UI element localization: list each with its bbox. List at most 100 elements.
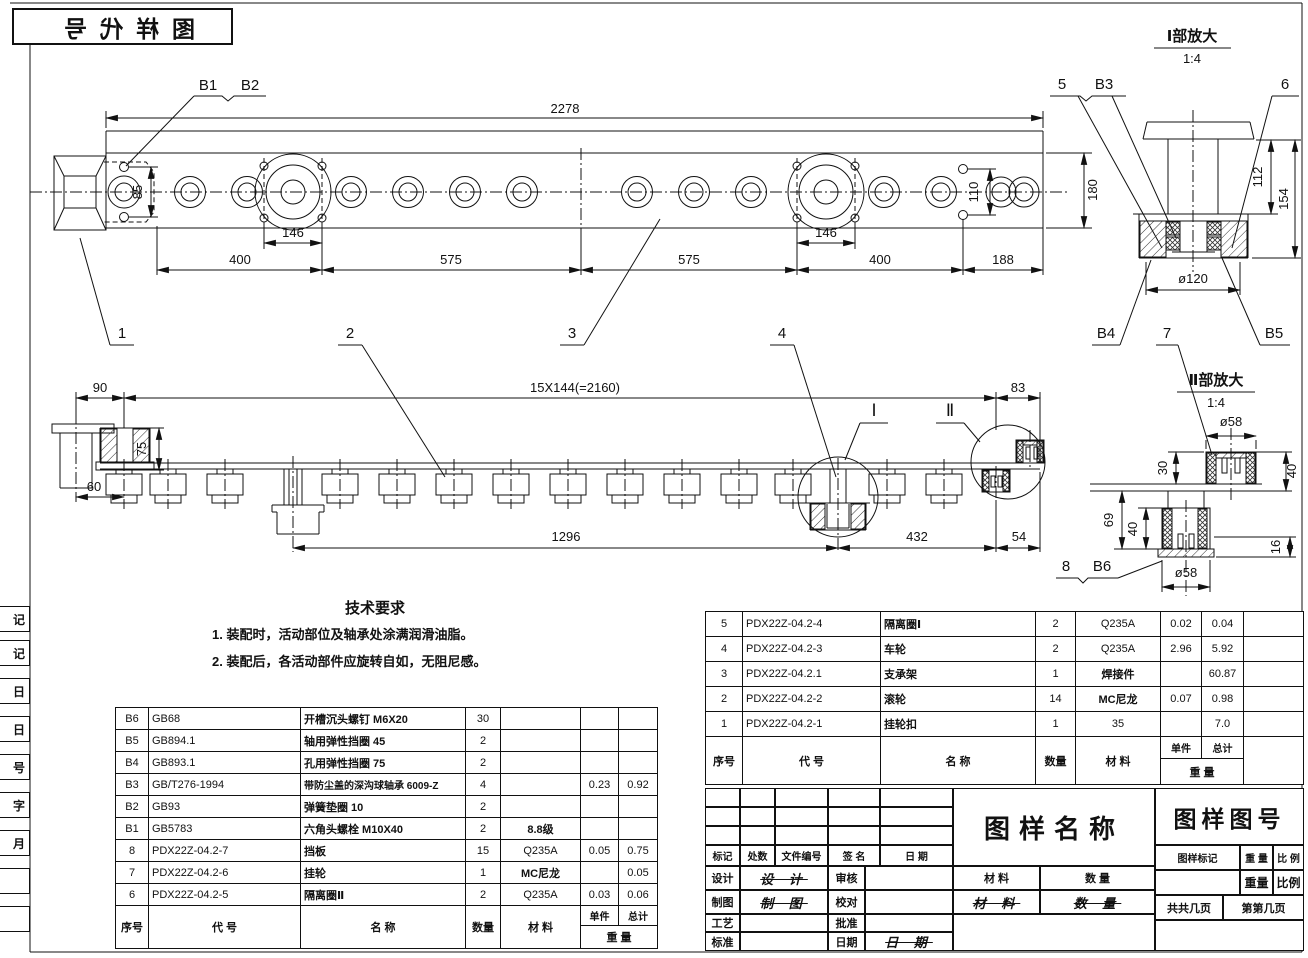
tb-scale-value: 比例	[1273, 870, 1304, 895]
cell: 轴用弹性挡圈 45	[300, 729, 466, 752]
margin-cell	[0, 906, 30, 932]
margin-cell: 月	[0, 830, 30, 856]
dim-dia58-top: ø58	[1220, 414, 1242, 429]
cell: 2	[465, 883, 501, 906]
cell: MC尼龙	[1075, 686, 1161, 712]
tb-drawing-number: 图样图号	[1155, 788, 1304, 845]
tb-col-date: 日 期	[880, 845, 953, 866]
tb-scale-label: 比 例	[1273, 845, 1304, 870]
tb-draw-signature: 制 图	[740, 890, 828, 914]
tb-cell	[775, 807, 828, 826]
cell: PDX22Z-04.2-5	[148, 883, 301, 906]
detail1-scale: 1:4	[1183, 51, 1201, 66]
tb-date-signature: 日 期	[865, 932, 953, 951]
detail2-scale: 1:4	[1207, 395, 1225, 410]
tb-approve-label: 批准	[828, 914, 865, 932]
cell	[580, 751, 619, 774]
tech-requirements-title: 技术要求	[344, 600, 405, 617]
cell	[618, 817, 658, 840]
stamp-text: 图样代号	[50, 15, 195, 42]
tb-cell	[740, 826, 775, 845]
cell	[500, 729, 581, 752]
cell	[1243, 711, 1304, 737]
wheel-right	[787, 153, 865, 231]
cell: 挡板	[300, 839, 466, 862]
label-detail-II: Ⅱ	[946, 401, 954, 420]
header-cell: 重 量	[1160, 758, 1244, 785]
tb-material-value: 材 料	[953, 890, 1040, 914]
rollers	[105, 459, 963, 509]
dim-110: 110	[966, 182, 981, 203]
side-view: 90 15X144(=2160) 83 75 60 1296 432 54 Ⅰ …	[51, 380, 1046, 552]
dim-pitch: 15X144(=2160)	[530, 380, 620, 395]
cell: 挂轮	[300, 861, 466, 884]
cell: 2	[465, 817, 501, 840]
margin-cell: 记	[0, 606, 30, 632]
title-block: 标记 处数 文件编号 签 名 日 期 设计 设 计 审核 制图 制 图 校对 工…	[705, 788, 1304, 951]
tb-cell	[740, 914, 828, 932]
cell: PDX22Z-04.2-4	[742, 611, 881, 637]
tb-cell	[705, 826, 740, 845]
dim-146-right: 146	[815, 225, 837, 240]
balloon-B6: B6	[1093, 558, 1111, 575]
cell: 1	[705, 711, 743, 737]
detail1-title: Ⅰ部放大	[1167, 27, 1218, 45]
cell: 六角头螺栓 M10X40	[300, 817, 466, 840]
dim-69: 69	[1101, 513, 1116, 527]
bom-header-row: 序号代 号名 称数量材 料单件总计	[115, 905, 658, 949]
cell	[1160, 711, 1202, 737]
header-cell: 总计	[618, 905, 658, 926]
cell: Q235A	[500, 883, 581, 906]
cell: 8	[115, 839, 149, 862]
tb-weight-value: 重量	[1240, 870, 1273, 895]
balloon-3: 3	[568, 325, 576, 342]
dim-75: 75	[134, 442, 149, 456]
cell	[618, 729, 658, 752]
cell: 0.05	[618, 861, 658, 884]
cell: PDX22Z-04.2.1	[742, 661, 881, 687]
tb-page-number: 第第几页	[1223, 895, 1304, 920]
balloon-B3: B3	[1095, 76, 1113, 93]
cell: 隔离圈Ⅰ	[880, 611, 1036, 637]
cell: 滚轮	[880, 686, 1036, 712]
cell	[1243, 611, 1304, 637]
balloon-6: 6	[1281, 76, 1289, 93]
cell	[500, 795, 581, 818]
cell: B1	[115, 817, 149, 840]
tb-cell	[740, 788, 775, 807]
cell: 7	[115, 861, 149, 884]
cell: 4	[705, 636, 743, 662]
tb-cell	[828, 788, 880, 807]
tb-cell	[880, 826, 953, 845]
tb-process-label: 工艺	[705, 914, 740, 932]
header-cell: 材 料	[500, 905, 581, 949]
cell	[580, 817, 619, 840]
top-view: 2278 85 146 146 400 575 575 400 188 110 …	[30, 77, 1290, 478]
tech-requirement-1: 1. 装配时，活动部位及轴承处涂满润滑油脂。	[212, 627, 474, 642]
detail2-title: Ⅱ部放大	[1189, 371, 1244, 389]
cell: 弹簧垫圈 10	[300, 795, 466, 818]
tb-proof-label: 校对	[828, 890, 865, 914]
cell: 1	[1035, 661, 1076, 687]
cell: 2	[705, 686, 743, 712]
cell: Q235A	[1075, 636, 1161, 662]
header-cell: 单件	[1160, 736, 1202, 759]
cell: B2	[115, 795, 149, 818]
dim-54: 54	[1012, 529, 1026, 544]
cell: PDX22Z-04.2-7	[148, 839, 301, 862]
cell	[580, 861, 619, 884]
cell	[1243, 686, 1304, 712]
cell: 0.92	[618, 773, 658, 796]
balloon-4: 4	[778, 325, 786, 342]
cell: B5	[115, 729, 149, 752]
dim-40-bot: 40	[1125, 522, 1140, 536]
tb-weight-label: 重 量	[1240, 845, 1273, 870]
tb-cell	[1155, 870, 1240, 895]
